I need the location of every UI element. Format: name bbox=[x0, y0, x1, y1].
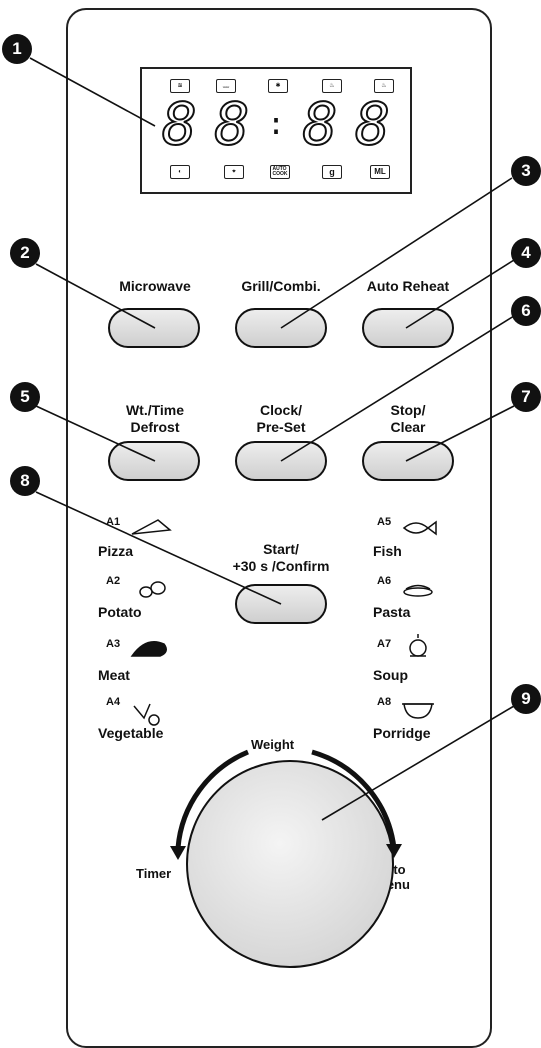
callout-5: 5 bbox=[10, 382, 40, 412]
stop-clear-label: Stop/ Clear bbox=[390, 402, 426, 435]
microwave-icon: ≋ bbox=[170, 79, 190, 93]
start-button[interactable] bbox=[235, 584, 327, 624]
callout-6: 6 bbox=[511, 296, 541, 326]
grill-combi-label: Grill/Combi. bbox=[241, 278, 321, 294]
menu-name-fish: Fish bbox=[373, 543, 402, 559]
digit-3: 8 bbox=[302, 89, 342, 159]
menu-code-a1: A1 bbox=[106, 516, 121, 528]
menu-code-a6: A6 bbox=[377, 575, 392, 587]
grill-icon: ﹏ bbox=[216, 79, 236, 93]
menu-code-a8: A8 bbox=[377, 696, 392, 708]
menu-code-a2: A2 bbox=[106, 575, 121, 587]
auto-cook-icon: AUTO COOK bbox=[270, 165, 290, 179]
defrost-icon: ✱ bbox=[268, 79, 288, 93]
auto-reheat-button[interactable] bbox=[362, 308, 454, 348]
start-label: Start/ +30 s /Confirm bbox=[232, 541, 330, 574]
dial-weight-label: Weight bbox=[251, 737, 295, 752]
menu-code-a4: A4 bbox=[106, 696, 121, 708]
clock-button[interactable] bbox=[235, 441, 327, 481]
callout-3: 3 bbox=[511, 156, 541, 186]
callout-1: 1 bbox=[2, 34, 32, 64]
callout-7: 7 bbox=[511, 382, 541, 412]
stop-clear-button[interactable] bbox=[362, 441, 454, 481]
defrost-button[interactable] bbox=[108, 441, 200, 481]
ml-icon: ML bbox=[370, 165, 390, 179]
digit-colon: : bbox=[266, 106, 290, 142]
control-dial[interactable] bbox=[186, 760, 394, 968]
menu-name-pasta: Pasta bbox=[373, 604, 411, 620]
menu-name-vegetable: Vegetable bbox=[98, 725, 164, 741]
microwave-label: Microwave bbox=[119, 278, 191, 294]
auto-reheat-label: Auto Reheat bbox=[366, 278, 450, 294]
digit-2: 8 bbox=[213, 89, 254, 159]
menu-name-soup: Soup bbox=[373, 667, 408, 683]
callout-4: 4 bbox=[511, 238, 541, 268]
menu-name-porridge: Porridge bbox=[373, 725, 431, 741]
dial-timer-label: Timer bbox=[136, 866, 172, 881]
clock-label: Clock/ Pre-Set bbox=[256, 402, 306, 435]
clock-icon: ◐ bbox=[170, 165, 190, 179]
menu-name-meat: Meat bbox=[98, 667, 130, 683]
digit-4: 8 bbox=[354, 89, 394, 159]
callout-8: 8 bbox=[10, 466, 40, 496]
grill-combi-button[interactable] bbox=[235, 308, 327, 348]
combi-steam-icon: ♨ bbox=[374, 79, 394, 93]
menu-code-a3: A3 bbox=[106, 638, 121, 650]
defrost-label: Wt./Time Defrost bbox=[125, 402, 185, 435]
callout-9: 9 bbox=[511, 684, 541, 714]
digit-1: 8 bbox=[161, 89, 201, 159]
menu-code-a5: A5 bbox=[377, 516, 392, 528]
menu-name-pizza: Pizza bbox=[98, 543, 134, 559]
callout-2: 2 bbox=[10, 238, 40, 268]
menu-code-a7: A7 bbox=[377, 638, 392, 650]
lcd-display: ≋ ﹏ ✱ ♨ ♨ 8 8 : 8 8 ◐ ⌖ AUTO COOK g ML bbox=[140, 67, 412, 194]
steam-icon: ♨ bbox=[322, 79, 342, 93]
weight-icon: ⌖ bbox=[224, 165, 244, 179]
menu-name-potato: Potato bbox=[98, 604, 142, 620]
microwave-button[interactable] bbox=[108, 308, 200, 348]
digit-readout: 8 8 : 8 8 bbox=[161, 89, 394, 159]
gram-icon: g bbox=[322, 165, 342, 179]
